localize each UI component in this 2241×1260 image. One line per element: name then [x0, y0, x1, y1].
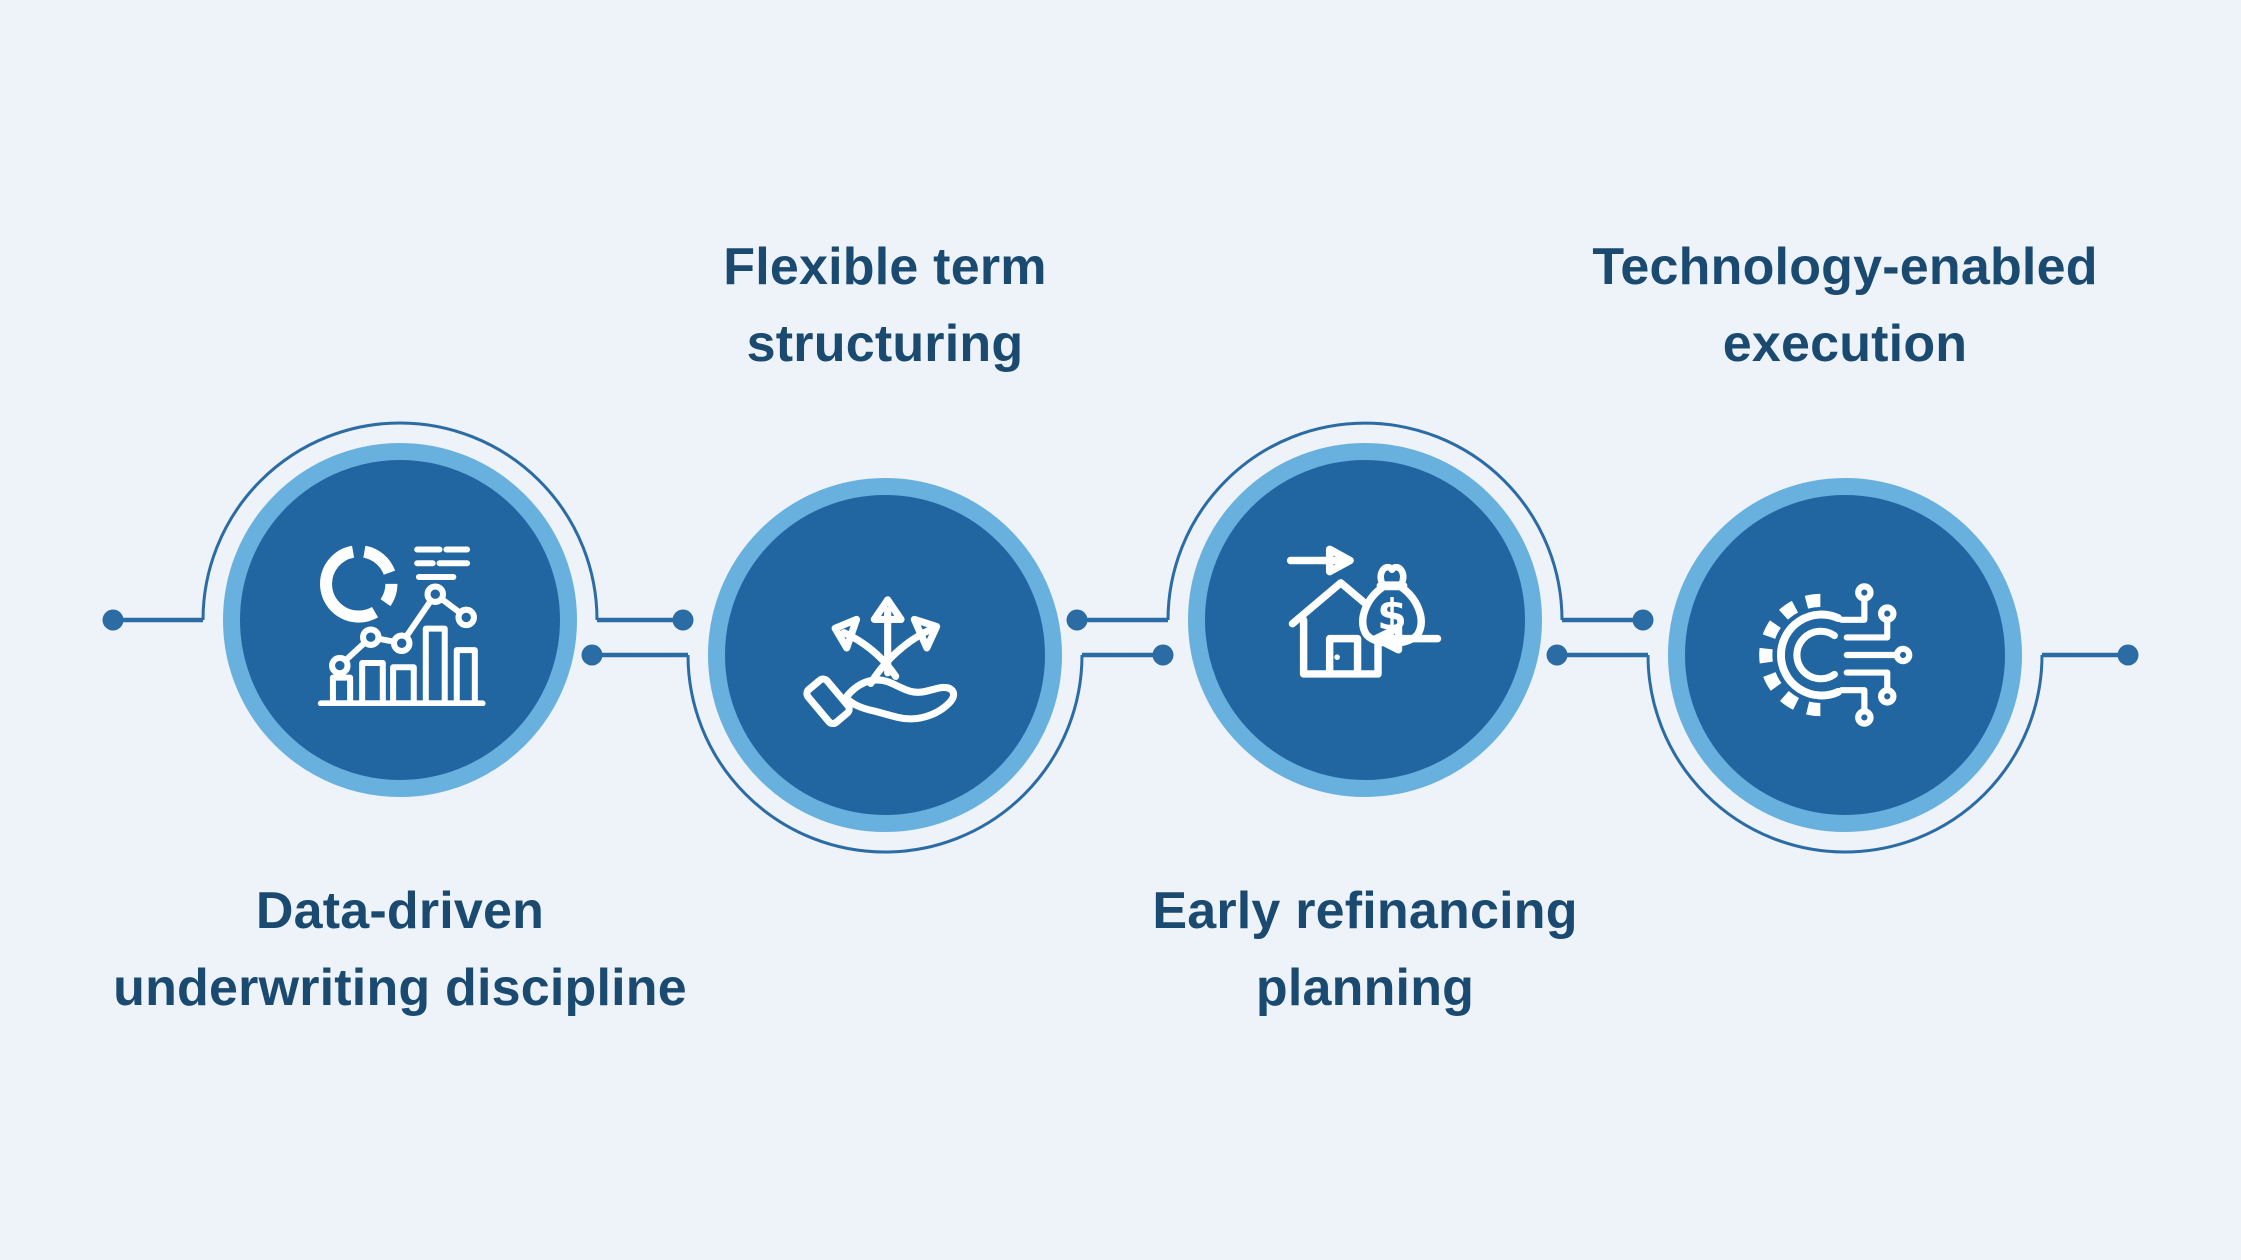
outline-arc-step-4 [1646, 654, 2044, 854]
label-line: execution [1722, 315, 1968, 373]
step-circle-data-driven-underwriting [223, 443, 577, 797]
label-line: Flexible term [723, 238, 1047, 296]
outline-arc-step-1 [201, 421, 599, 621]
connector-dot-step3-left [1066, 609, 1088, 631]
step-circle-early-refinancing: $ [1188, 443, 1542, 797]
hand-with-arrows-icon [803, 596, 957, 728]
step-circle-technology-execution [1668, 478, 2022, 832]
step-circle-flexible-term [708, 478, 1062, 832]
outline-arc-step-2 [686, 654, 1084, 854]
label-line: planning [1255, 959, 1475, 1017]
connector-dot-step2-left [581, 644, 603, 666]
label-line: structuring [746, 315, 1024, 373]
label-line: Early refinancing [1152, 882, 1578, 940]
outline-arc-step-3 [1166, 421, 1564, 621]
label-line: underwriting discipline [113, 959, 687, 1017]
label-data-driven-underwriting: Data-driven underwriting discipline [113, 873, 687, 1027]
gear-circuit-icon [1759, 583, 1913, 727]
label-early-refinancing: Early refinancing planning [1152, 873, 1577, 1027]
label-line: Data-driven [255, 882, 545, 940]
connector-dot-step2-right [1152, 644, 1174, 666]
house-money-exchange-icon: $ [1286, 545, 1442, 678]
connector-dot-right-edge [2117, 644, 2139, 666]
connector-dot-step4-left [1546, 644, 1568, 666]
connector-dot-left-edge [102, 609, 124, 631]
connector-dot-step1-right [672, 609, 694, 631]
label-flexible-term: Flexible term structuring [723, 229, 1046, 383]
analytics-chart-icon [317, 545, 486, 706]
label-line: Technology-enabled [1592, 238, 2098, 296]
connector-dot-step3-right [1632, 609, 1654, 631]
label-technology-execution: Technology-enabled execution [1592, 229, 2097, 383]
